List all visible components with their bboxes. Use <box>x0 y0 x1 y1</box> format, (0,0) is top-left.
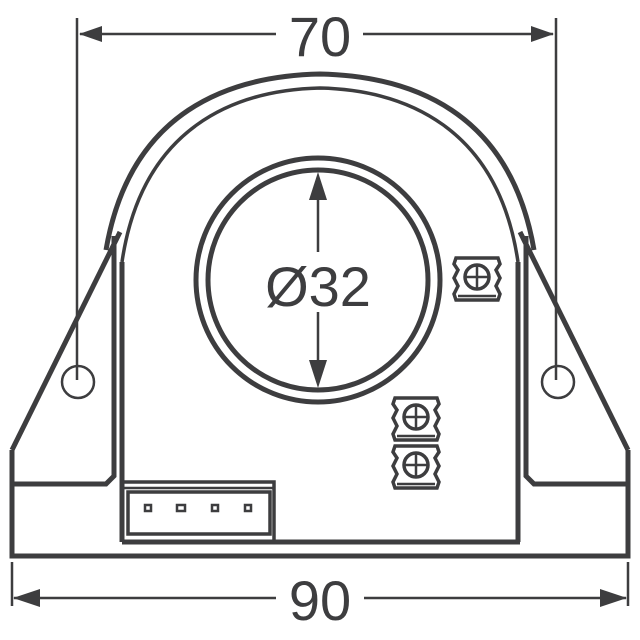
connector-pin-3-icon <box>210 503 220 513</box>
arch-inner <box>120 86 520 263</box>
arrow-left-icon <box>13 589 40 607</box>
connector-pin-1-icon <box>143 503 153 513</box>
left-mounting-hole-icon <box>60 364 96 400</box>
dimension-label-70: 70 <box>289 5 351 68</box>
arrow-right-icon <box>531 26 554 42</box>
right-wing-inner <box>523 236 628 487</box>
connector-4pin <box>122 480 276 540</box>
left-wing-inner <box>12 236 117 487</box>
aperture: Ø32 <box>193 155 443 405</box>
right-mounting-hole-icon <box>540 364 576 400</box>
arrow-left-icon <box>79 26 102 42</box>
housing-body <box>103 71 537 545</box>
aperture-inner-ring <box>205 167 431 393</box>
dimension-label-diameter: Ø32 <box>265 255 371 318</box>
trimmer-lower-1-icon <box>391 396 441 442</box>
dimension-90: 90 <box>10 562 630 632</box>
dimension-label-90: 90 <box>289 569 351 632</box>
arrow-up-icon <box>309 172 327 200</box>
trimmer-upper-right-icon <box>452 256 502 302</box>
arch-outer <box>103 71 537 251</box>
base-flange <box>9 230 631 559</box>
trimmer-lower-2-icon <box>391 444 441 490</box>
left-wing-slope <box>9 230 123 452</box>
aperture-outer-ring <box>193 155 443 405</box>
base-outline <box>9 450 631 559</box>
connector-face <box>126 490 272 536</box>
connector-housing <box>122 480 276 540</box>
arrow-down-icon <box>309 360 327 388</box>
connector-pin-2-icon <box>175 503 187 513</box>
arrow-right-icon <box>600 589 627 607</box>
connector-pin-4-icon <box>243 503 253 513</box>
right-wing-slope <box>517 230 631 452</box>
